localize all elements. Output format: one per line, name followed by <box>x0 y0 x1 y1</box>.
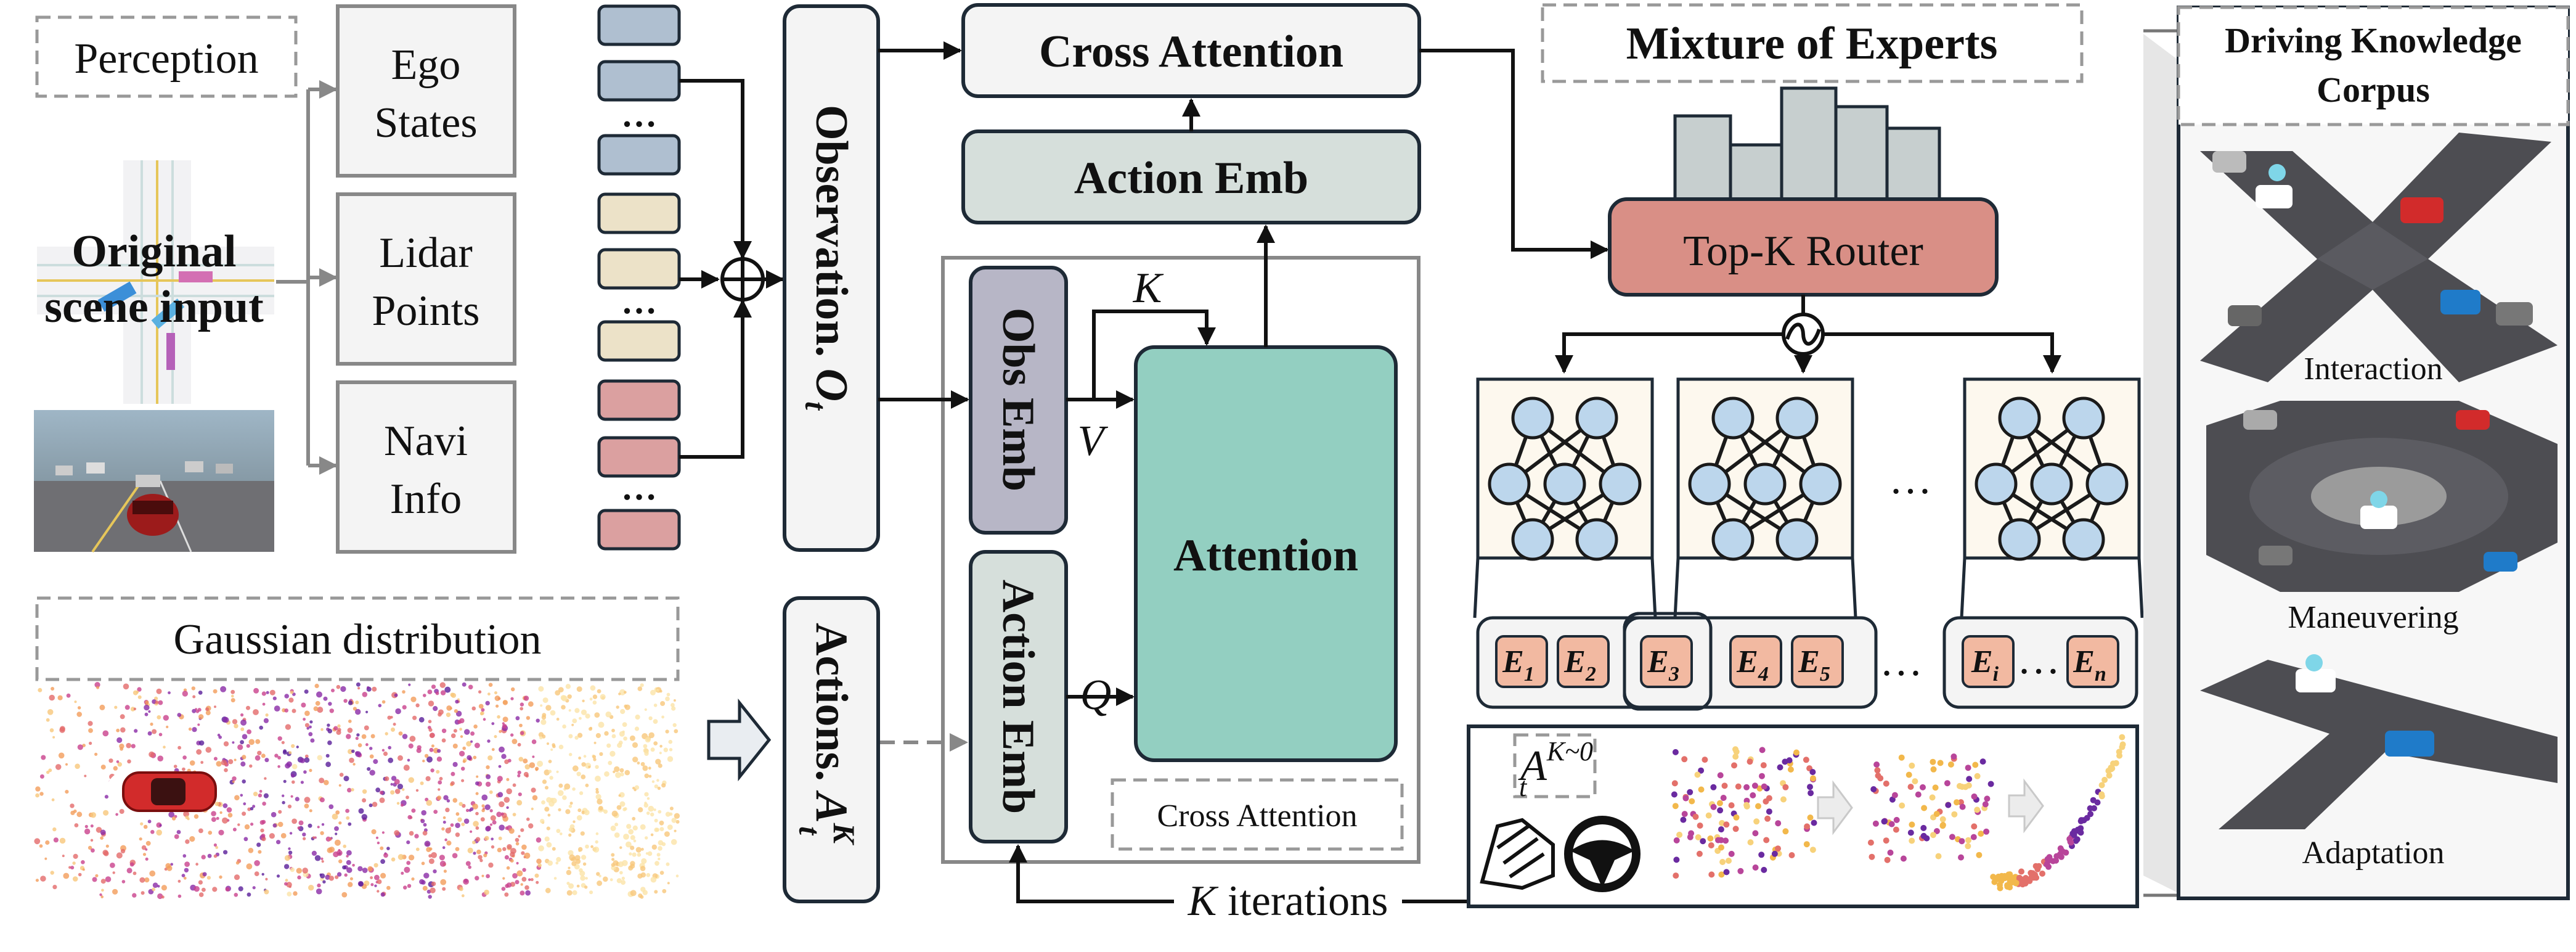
token-ego-3 <box>597 134 681 176</box>
token-ellipsis-3: … <box>621 467 657 507</box>
token-lidar-3 <box>597 320 681 362</box>
expert-inner-ellipsis: … <box>2017 636 2060 683</box>
corpus-title-line1: Driving Knowledge <box>2225 20 2522 60</box>
svg-text:E2: E2 <box>1563 644 1596 686</box>
corpus-item-maneuvering: Maneuvering <box>2288 600 2458 635</box>
gaussian-section: Gaussian distribution <box>34 596 772 900</box>
action-emb-side: Action Emb <box>993 580 1043 814</box>
svg-text:En: En <box>2073 644 2106 686</box>
token-ellipsis-1: … <box>621 94 657 134</box>
moe-section: Mixture of Experts Top-K Router … <box>1467 3 2144 908</box>
svg-text:States: States <box>374 99 477 147</box>
k-label: K <box>1133 265 1164 312</box>
expert-network-panel <box>1960 377 2144 618</box>
token-lidar-2 <box>597 248 681 290</box>
routing-switch-icon <box>1782 313 1825 356</box>
perception-title: Perception <box>74 35 258 83</box>
interaction-scene-image <box>2200 133 2558 382</box>
svg-text:Navi: Navi <box>384 417 468 465</box>
expert-chip: En <box>2066 635 2119 688</box>
expert-networks <box>1473 377 2144 618</box>
q-label: Q <box>1080 671 1112 719</box>
svg-text:Observation. Ot: Observation. Ot <box>799 105 857 411</box>
corpus-item-adaptation: Adaptation <box>2302 835 2444 871</box>
corpus-title-line2: Corpus <box>2317 70 2430 110</box>
svg-text:E3: E3 <box>1647 644 1679 686</box>
expert-panels-ellipsis: … <box>1889 456 1932 503</box>
v-label: V <box>1078 417 1109 465</box>
token-stack: … … … <box>597 4 785 551</box>
action-emb-top: Action Emb <box>1074 153 1308 203</box>
scene-camera-image <box>34 410 274 553</box>
expert-chip: E4 <box>1729 635 1782 688</box>
flow-arrow-icon <box>707 698 772 782</box>
token-ellipsis-2: … <box>621 281 657 321</box>
cross-attention-label: Cross Attention <box>1157 798 1357 834</box>
corpus-section: Driving Knowledge Corpus Interaction <box>2143 6 2570 900</box>
moe-title: Mixture of Experts <box>1626 18 1998 69</box>
transformer-block: Cross Attention Action Emb Obs Emb Actio… <box>878 3 1609 925</box>
expert-chip: E5 <box>1791 635 1844 688</box>
hand-gesture-icon <box>1480 818 1555 890</box>
expert-chip: Ei <box>1962 635 2015 688</box>
concat-operator-icon <box>720 257 765 302</box>
token-ego-1 <box>597 4 681 46</box>
expert-chip: E1 <box>1495 635 1548 688</box>
router-histogram <box>1673 86 1941 201</box>
top-k-router: Top-K Router <box>1683 228 1923 275</box>
svg-text:Points: Points <box>372 287 479 335</box>
svg-text:Ei: Ei <box>1971 644 1999 686</box>
scene-birdseye-image: Original scene input <box>37 160 274 404</box>
adaptation-scene-image <box>2200 654 2558 829</box>
input-ego-states: Ego States <box>336 4 516 178</box>
observation-label: Observation. <box>806 105 857 369</box>
actions-block: Actions. AKt <box>783 596 880 903</box>
attention-block: Attention <box>1173 530 1358 581</box>
perception-section: Perception Original scene input <box>34 4 516 554</box>
cross-attention-top: Cross Attention <box>1039 27 1343 77</box>
svg-text:E5: E5 <box>1798 644 1830 686</box>
token-navi-1 <box>597 379 681 421</box>
token-lidar-1 <box>597 192 681 234</box>
scene-label-line1: Original <box>71 226 236 277</box>
expert-chip-row: … E1 E2 E3 E4 E5 Ei En … <box>1476 612 2138 711</box>
svg-text:Ego: Ego <box>391 41 461 89</box>
svg-text:E1: E1 <box>1502 644 1535 686</box>
ego-car-icon <box>107 766 217 813</box>
svg-text:Lidar: Lidar <box>379 229 473 277</box>
observation-block: Observation. Ot <box>783 4 880 552</box>
corpus-item-interaction: Interaction <box>2304 351 2442 387</box>
actions-label: Actions. <box>806 623 857 792</box>
token-navi-3 <box>597 509 681 551</box>
scene-label-line2: scene input <box>44 282 264 332</box>
expert-chip-ellipsis: … <box>1880 638 1923 685</box>
steering-wheel-icon <box>1564 816 1641 892</box>
denoise-arrow-icon-2 <box>2008 778 2044 834</box>
expert-chip: E3 <box>1640 635 1693 688</box>
svg-text:E4: E4 <box>1736 644 1769 686</box>
expert-network-panel <box>1673 377 1857 618</box>
gaussian-point-cloud <box>34 682 680 900</box>
svg-text:Info: Info <box>390 475 462 523</box>
input-navi-info: Navi Info <box>336 380 516 554</box>
obs-emb: Obs Emb <box>993 308 1043 491</box>
denoise-arrow-icon-1 <box>1817 780 1853 835</box>
input-lidar-points: Lidar Points <box>336 192 516 366</box>
k-iterations-label: K iterations <box>1188 877 1388 925</box>
expert-network-panel <box>1473 377 1657 618</box>
gaussian-title: Gaussian distribution <box>174 616 542 663</box>
svg-text:Actions. AKt: Actions. AKt <box>793 623 862 846</box>
expert-chip: E2 <box>1557 635 1610 688</box>
maneuvering-scene-image <box>2206 401 2558 592</box>
